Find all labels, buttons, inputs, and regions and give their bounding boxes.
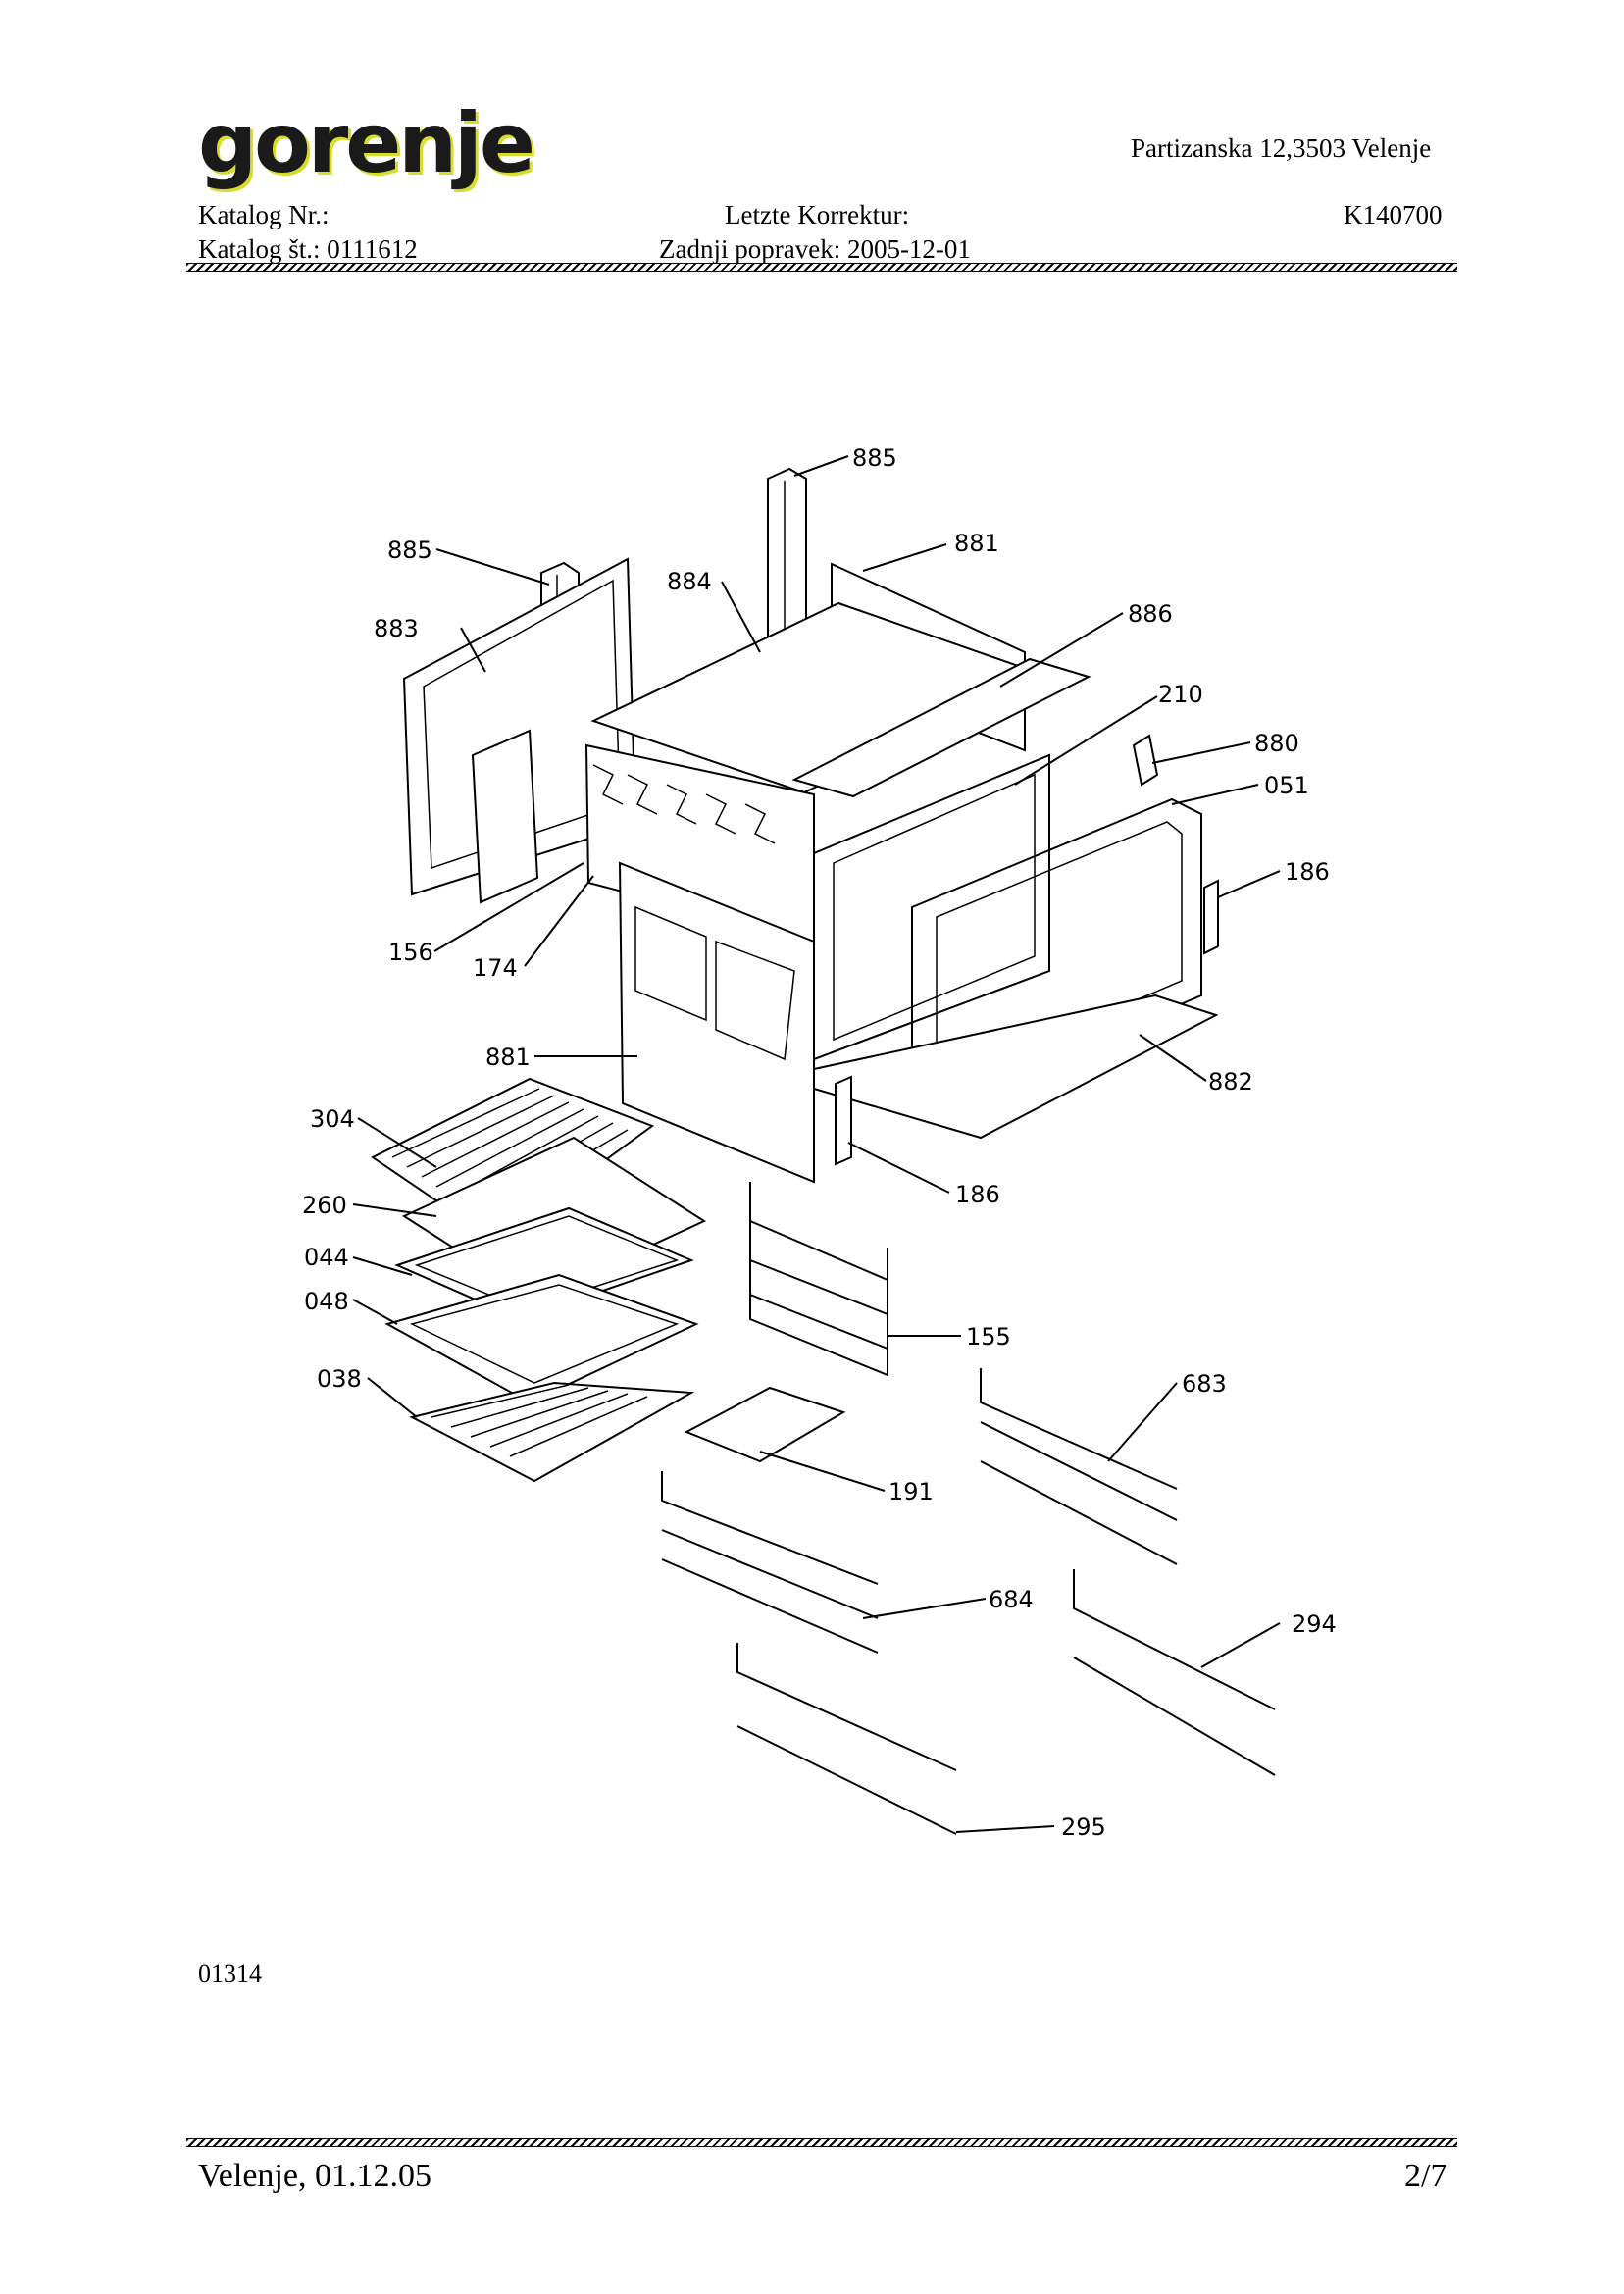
part-label-186-right: 186 [1285, 858, 1330, 886]
part-label-885-top: 885 [852, 444, 897, 472]
part-label-881-front: 881 [485, 1044, 531, 1071]
part-drawing-886 [791, 657, 1091, 798]
part-label-683: 683 [1182, 1370, 1227, 1398]
part-label-885-left: 885 [387, 536, 432, 564]
part-label-884: 884 [667, 568, 712, 595]
part-label-882: 882 [1208, 1068, 1253, 1096]
catalog-st: Katalog št.: 0111612 [198, 234, 418, 264]
part-label-155: 155 [966, 1323, 1011, 1351]
part-drawing-191 [684, 1386, 846, 1463]
drawing-code: 01314 [198, 1960, 262, 1988]
part-drawing-880 [1132, 734, 1159, 787]
part-label-295: 295 [1061, 1813, 1106, 1841]
brand-logo: gorenje [198, 95, 535, 191]
footer-place-date: Velenje, 01.12.05 [198, 2158, 431, 2194]
part-label-260: 260 [302, 1192, 347, 1219]
part-drawing-210 [813, 753, 1050, 1061]
part-label-044: 044 [304, 1244, 349, 1271]
part-label-156: 156 [388, 939, 433, 966]
part-drawing-048 [384, 1273, 699, 1404]
part-drawing-156 [471, 729, 539, 904]
part-label-886: 886 [1128, 600, 1173, 628]
part-label-304: 304 [310, 1105, 355, 1133]
company-address: Partizanska 12,3503 Velenje [1131, 133, 1432, 163]
part-drawing-683 [980, 1368, 1178, 1565]
footer-divider [186, 2138, 1457, 2147]
leader-lines [352, 455, 1281, 1833]
part-label-294: 294 [1292, 1610, 1337, 1638]
part-label-048: 048 [304, 1288, 349, 1315]
part-label-191: 191 [888, 1478, 934, 1505]
part-label-881-top: 881 [954, 530, 999, 557]
part-label-210: 210 [1158, 681, 1203, 708]
last-correction-label: Letzte Korrektur: [725, 200, 910, 229]
part-drawing-882 [813, 994, 1219, 1140]
part-label-883: 883 [374, 615, 419, 642]
part-drawing-881-front [618, 861, 815, 1184]
part-drawing-295 [736, 1643, 957, 1835]
part-label-684: 684 [989, 1586, 1034, 1613]
part-label-880: 880 [1254, 730, 1299, 757]
part-drawing-186-center [835, 1075, 852, 1166]
header-divider [186, 263, 1457, 272]
part-drawing-684 [661, 1471, 879, 1654]
part-drawing-186-right [1203, 879, 1219, 955]
part-label-038: 038 [317, 1365, 362, 1393]
catalog-nr-label: Katalog Nr.: [198, 200, 330, 229]
part-label-051: 051 [1264, 772, 1309, 799]
part-drawing-155 [749, 1182, 888, 1377]
part-drawing-294 [1073, 1569, 1276, 1776]
part-label-186-center: 186 [955, 1181, 1000, 1208]
last-correction-date: Zadnji popravek: 2005-12-01 [659, 234, 971, 264]
part-drawing-038 [409, 1381, 695, 1483]
part-label-174: 174 [473, 954, 518, 982]
page-number: 2/7 [1404, 2158, 1447, 2194]
model-number: K140700 [1344, 200, 1443, 229]
